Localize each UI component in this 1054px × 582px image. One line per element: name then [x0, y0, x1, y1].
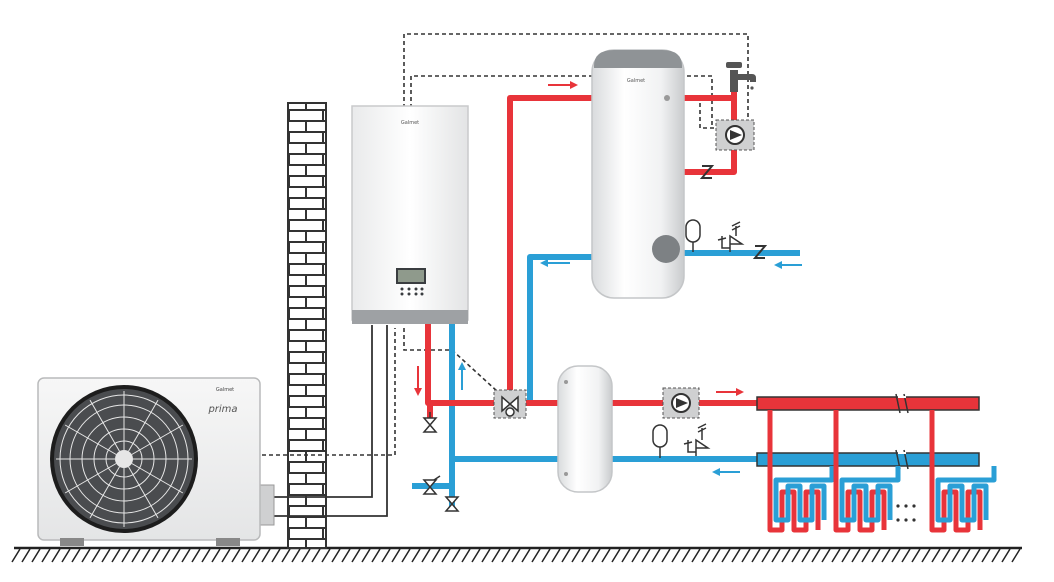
tank-brand: Galmet — [627, 78, 645, 84]
outdoor-unit-brand: Galmet — [216, 387, 234, 393]
brick-wall — [287, 102, 327, 549]
fan-icon — [56, 391, 192, 527]
buffer-tank — [557, 365, 613, 493]
indoor-hydraulic-unit: Galmet — [351, 105, 469, 324]
circulation-pump-icon — [676, 398, 688, 408]
hot-water-tank: Galmet — [591, 49, 685, 299]
outdoor-heat-pump-unit: Galmet prima — [37, 377, 275, 546]
return-manifold — [756, 449, 980, 470]
flow-arrows — [414, 81, 802, 476]
dhw-circulation-pump — [715, 119, 755, 151]
heating-circulation-pump — [662, 387, 700, 419]
safety-valve-icon — [683, 221, 745, 456]
expansion-vessel-icon — [652, 219, 701, 458]
floor-heating-loops — [767, 410, 997, 533]
supply-manifold — [756, 393, 980, 414]
indoor-unit-brand: Galmet — [401, 120, 419, 126]
three-way-valve-icon — [493, 389, 527, 419]
outdoor-unit-model: prima — [207, 404, 237, 415]
more-loops-indicator — [896, 504, 916, 522]
return-pipes — [412, 250, 800, 510]
circulation-pump-icon — [730, 130, 742, 140]
refrigerant-lines — [268, 325, 388, 517]
faucet-icon — [726, 62, 756, 92]
check-valve-icon — [699, 165, 768, 259]
ball-valve-icon — [422, 412, 460, 512]
ground — [11, 546, 1022, 563]
